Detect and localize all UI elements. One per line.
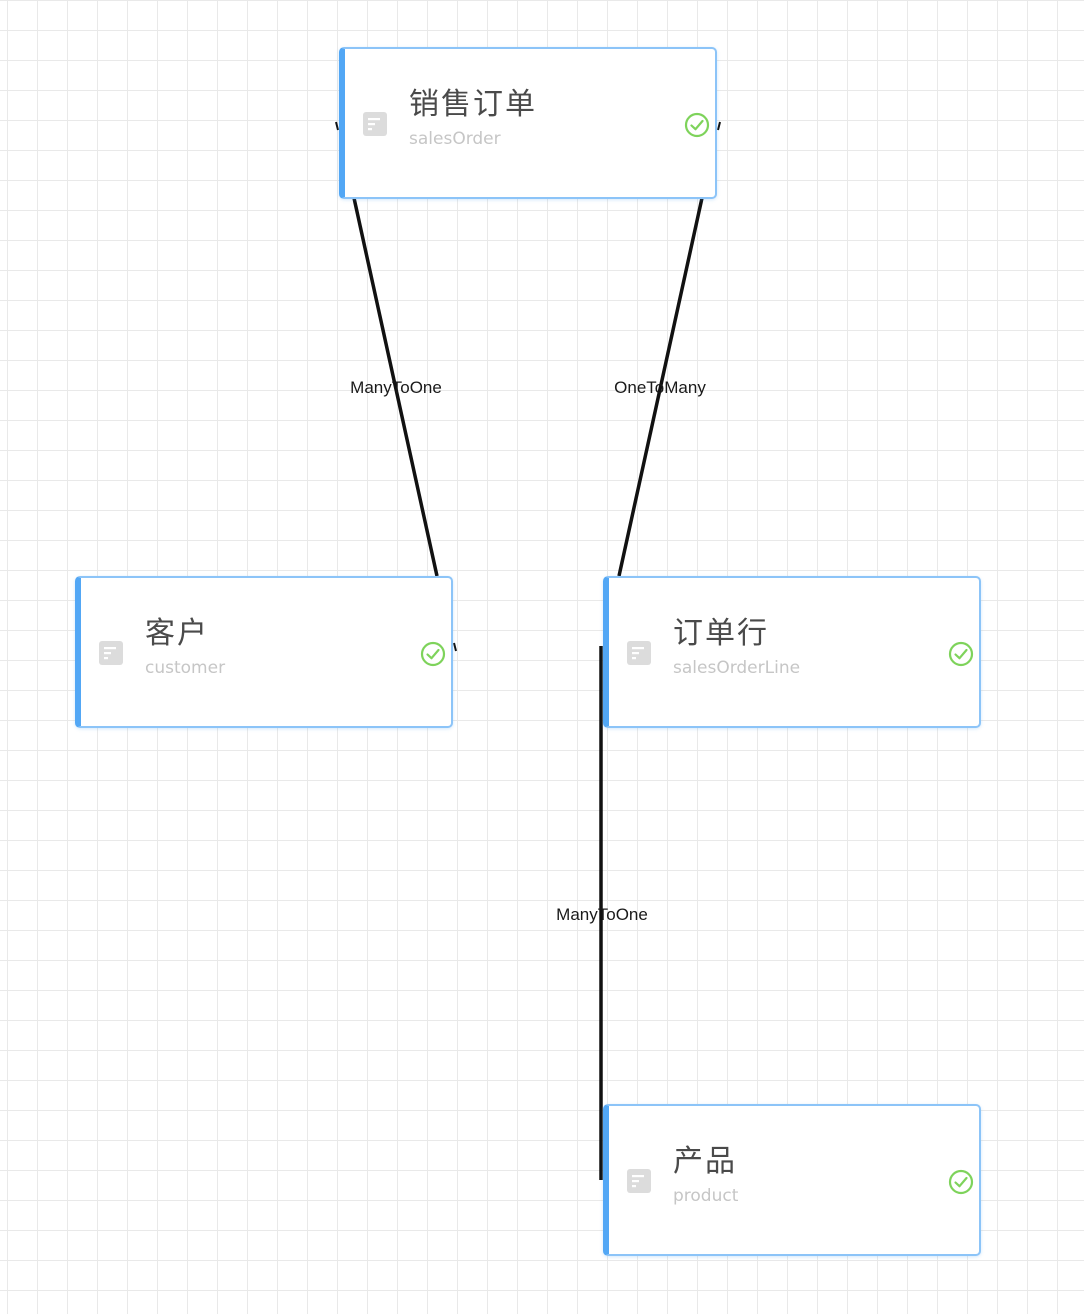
entity-subtitle: customer [145,658,226,678]
entity-node-customer[interactable]: 客户 customer [75,576,453,728]
connector-tick-salesorder-right [717,121,721,131]
entity-node-salesorderline[interactable]: 订单行 salesOrderLine [603,576,981,728]
edge-label-onetomany-orderline: OneToMany [614,378,706,397]
entity-node-product[interactable]: 产品 product [603,1104,981,1256]
entity-subtitle: salesOrderLine [673,658,801,678]
entity-subtitle: product [673,1186,739,1206]
check-circle-icon [684,112,710,138]
entity-title: 客户 [145,616,209,651]
connector-tick-customer-right [453,642,457,652]
entity-title: 产品 [673,1144,737,1179]
edge-salesorder-customer[interactable] [352,197,439,577]
check-circle-icon [948,1169,974,1195]
entity-icon [627,1169,651,1193]
entity-title: 订单行 [673,616,769,651]
entity-node-salesorder[interactable]: 销售订单 salesOrder [339,47,717,199]
entity-title: 销售订单 [409,87,537,122]
entity-subtitle: salesOrder [409,129,501,149]
entity-icon [627,641,651,665]
edge-salesorder-salesorderline[interactable] [617,197,704,577]
check-circle-icon [948,641,974,667]
edge-label-manytoone-customer: ManyToOne [350,378,442,397]
connector-tick-salesorder-left [335,121,339,131]
check-circle-icon [420,641,446,667]
edge-label-manytoone-product: ManyToOne [556,905,648,924]
entity-icon [363,112,387,136]
entity-icon [99,641,123,665]
